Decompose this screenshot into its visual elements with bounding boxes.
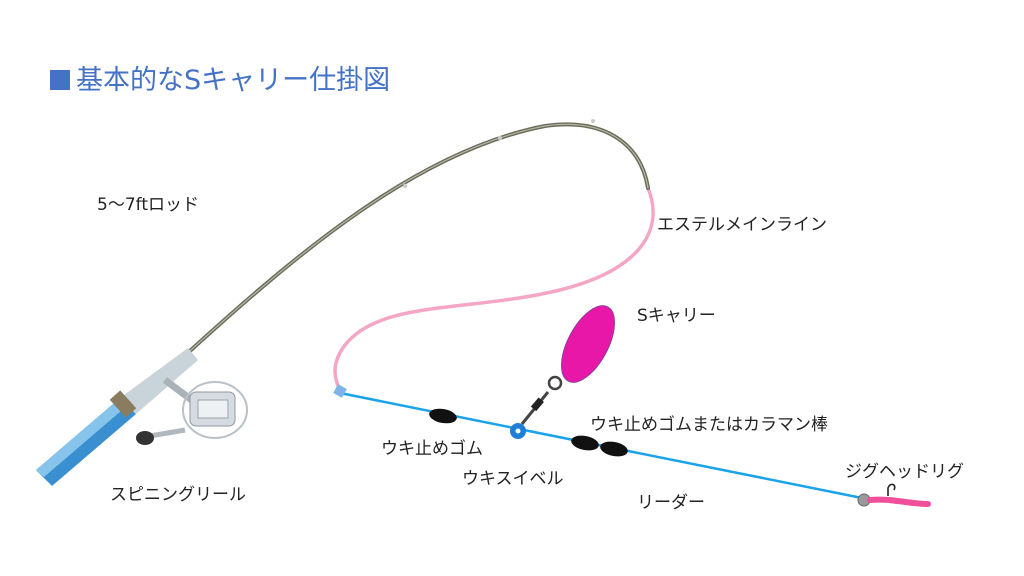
label-stopper-upper: ウキ止めゴムまたはカラマン棒	[590, 415, 828, 435]
rod-grip	[36, 348, 198, 486]
label-s-carry: Sキャリー	[637, 306, 716, 326]
stopper-upper-1	[571, 435, 599, 451]
square-bullet-icon	[50, 70, 70, 90]
label-leader: リーダー	[637, 493, 705, 513]
label-swivel: ウキスイベル	[462, 469, 564, 489]
reel	[136, 377, 248, 445]
label-main-line: エステルメインライン	[657, 215, 827, 235]
stopper-upper-2	[600, 441, 628, 457]
label-stopper-lower: ウキ止めゴム	[381, 439, 483, 459]
jighead-rig	[857, 483, 931, 507]
label-reel: スピニングリール	[110, 485, 246, 505]
stopper-lower	[429, 408, 457, 424]
page-title-text: 基本的なSキャリー仕掛図	[76, 65, 391, 96]
s-carry-float	[561, 305, 615, 383]
label-jighead: ジグヘッドリグ	[845, 462, 964, 482]
main-line	[333, 186, 655, 392]
label-rod: 5〜7ftロッド	[97, 195, 199, 215]
page-title: 基本的なSキャリー仕掛図	[50, 58, 390, 97]
